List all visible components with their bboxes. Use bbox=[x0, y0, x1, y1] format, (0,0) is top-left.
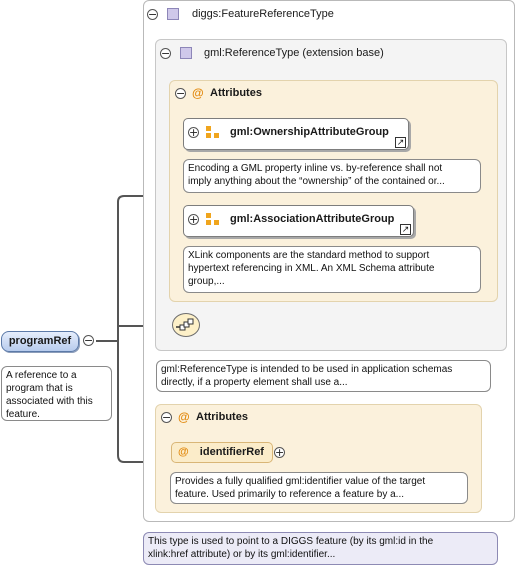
expand-icon[interactable]: + bbox=[188, 126, 199, 139]
ownership-group-label: gml:OwnershipAttributeGroup bbox=[230, 126, 389, 138]
connector-to-group bbox=[117, 195, 143, 341]
reference-type-label: gml:ReferenceType (extension base) bbox=[204, 47, 384, 59]
ownership-group-box[interactable] bbox=[183, 118, 409, 150]
attribute-icon: @ bbox=[192, 86, 204, 100]
identifier-ref-doc: Provides a fully qualified gml:identifie… bbox=[170, 472, 468, 504]
sequence-glyph bbox=[176, 318, 194, 331]
collapse-icon[interactable]: − bbox=[83, 334, 94, 347]
complex-type-icon bbox=[167, 8, 179, 20]
connector-to-identifier bbox=[117, 341, 171, 463]
doc-line: hypertext referencing in XML. An XML Sch… bbox=[188, 263, 435, 274]
doc-line: Encoding a GML property inline vs. by-re… bbox=[188, 163, 443, 174]
attribute-icon: @ bbox=[178, 446, 189, 458]
attribute-group-icon bbox=[206, 126, 220, 138]
collapse-icon[interactable]: − bbox=[161, 411, 172, 424]
inner-attributes-label: Attributes bbox=[210, 87, 262, 99]
reference-type-doc: gml:ReferenceType is intended to be used… bbox=[156, 360, 491, 392]
link-arrow-icon[interactable]: ↗ bbox=[400, 224, 411, 235]
sequence-compositor-icon[interactable] bbox=[172, 313, 200, 337]
doc-line: A reference to a bbox=[6, 370, 77, 381]
outer-attributes-label: Attributes bbox=[196, 411, 248, 423]
program-ref-element[interactable]: programRef bbox=[1, 331, 79, 352]
doc-line: program that is bbox=[6, 383, 73, 394]
expand-icon[interactable]: + bbox=[188, 213, 199, 226]
identifier-ref-label: identifierRef bbox=[199, 446, 264, 458]
complex-type-icon bbox=[180, 47, 192, 59]
ownership-group-doc: Encoding a GML property inline vs. by-re… bbox=[183, 159, 481, 193]
doc-line: XLink components are the standard method… bbox=[188, 250, 430, 261]
collapse-icon[interactable]: − bbox=[147, 8, 158, 21]
link-arrow-icon[interactable]: ↗ bbox=[395, 137, 406, 148]
doc-line: imply anything about the “ownership” of … bbox=[188, 176, 445, 187]
identifier-ref-attribute[interactable]: @ identifierRef bbox=[171, 442, 273, 463]
doc-line: directly, if a property element shall us… bbox=[161, 377, 348, 388]
doc-line: associated with this bbox=[6, 396, 93, 407]
doc-line: Provides a fully qualified gml:identifie… bbox=[175, 476, 426, 487]
feature-reference-type-label: diggs:FeatureReferenceType bbox=[192, 8, 334, 20]
doc-line: feature. bbox=[6, 409, 40, 420]
collapse-icon[interactable]: − bbox=[160, 47, 171, 60]
attribute-icon: @ bbox=[178, 410, 190, 424]
doc-line: This type is used to point to a DIGGS fe… bbox=[148, 536, 434, 547]
attribute-group-icon bbox=[206, 213, 220, 225]
association-group-label: gml:AssociationAttributeGroup bbox=[230, 213, 395, 225]
expand-icon[interactable]: + bbox=[274, 446, 285, 459]
doc-line: group,... bbox=[188, 276, 225, 287]
doc-line: gml:ReferenceType is intended to be used… bbox=[161, 364, 453, 375]
collapse-icon[interactable]: − bbox=[175, 87, 186, 100]
doc-line: xlink:href attribute) or by its gml:iden… bbox=[148, 549, 336, 560]
doc-line: feature. Used primarily to reference a f… bbox=[175, 489, 404, 500]
association-group-box[interactable] bbox=[183, 205, 414, 237]
program-ref-doc: A reference to a program that is associa… bbox=[1, 366, 112, 421]
type-doc: This type is used to point to a DIGGS fe… bbox=[143, 532, 498, 565]
association-group-doc: XLink components are the standard method… bbox=[183, 246, 481, 293]
